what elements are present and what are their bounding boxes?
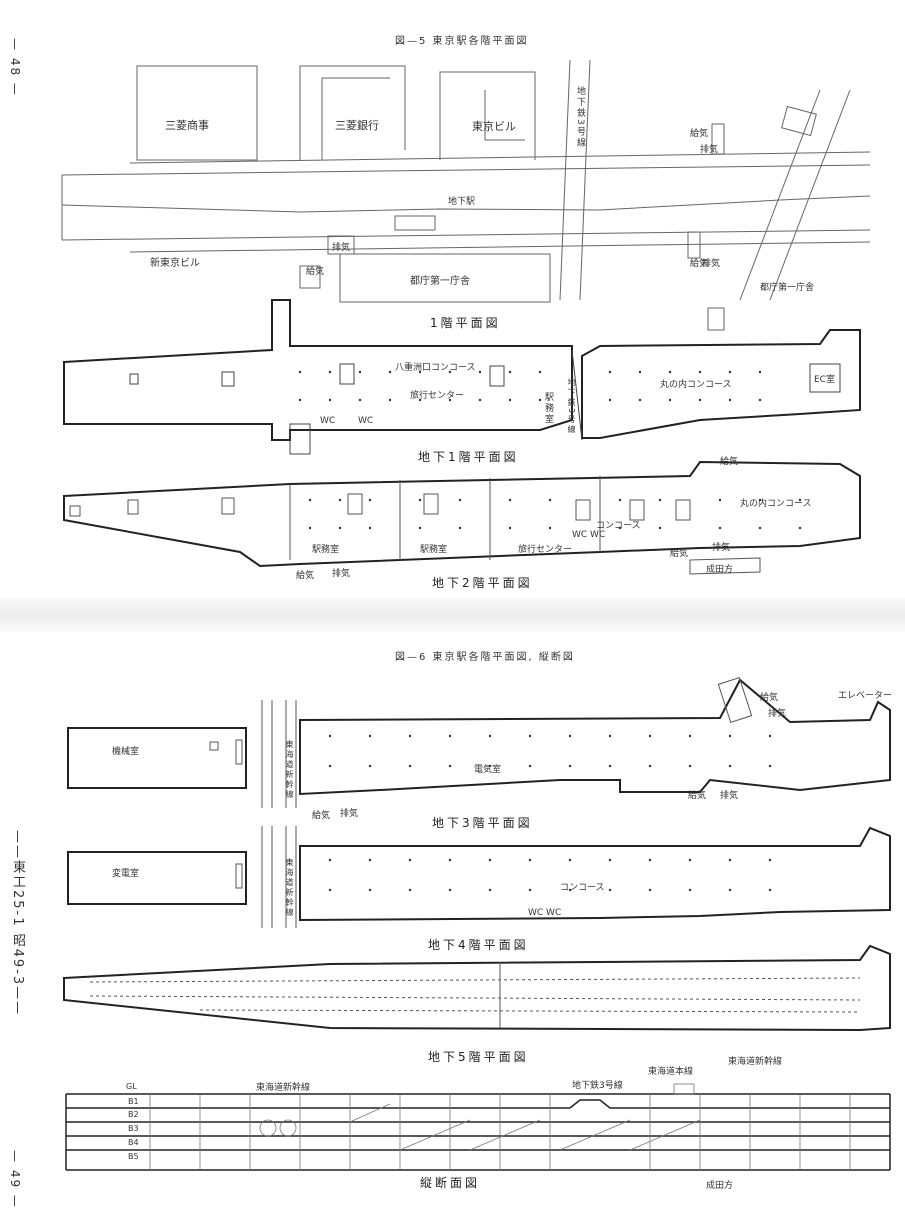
b1-wc-1: WC [320,416,336,426]
b1-travel-center: 旅行センター [410,391,465,401]
caption-section: 縦断面図 [420,1176,481,1190]
section-level-b5: B5 [128,1152,139,1161]
b4-wc: WC WC [528,908,562,918]
label-shin-tokyo-bldg: 新東京ビル [150,258,200,269]
b2-kyuki-3: 給気 [720,457,739,467]
section-level-b4: B4 [128,1138,139,1147]
section-direction: 成田方 [706,1181,734,1191]
label-haiki-3: 排気 [702,259,721,269]
label-tocho-2: 都庁第一庁舎 [760,283,815,293]
label-haiki-1: 排気 [700,145,719,155]
label-kyuki-3: 給気 [690,259,709,269]
b1-ekimu: 駅務室 [543,392,553,425]
b2-travel-center: 旅行センター [518,545,573,555]
b1-subway-line: 地下鉄3号線 [567,378,576,436]
section-outline [65,1093,891,1171]
b3-haiki-top: 排気 [768,709,787,719]
b4-outline [67,826,891,922]
b3-kikai: 機械室 [112,747,140,757]
b1-marunouchi-concourse: 丸の内コンコース [660,380,732,390]
b3-line: 東海道新幹線 [285,740,294,800]
section-level-b2: B2 [128,1110,139,1119]
label-kyuki-2: 給気 [306,267,325,277]
b2-columns [308,498,802,530]
b3-kyuki-top: 給気 [760,693,779,703]
b1-concourse-label: 八重洲口コンコース [395,363,476,373]
label-mitsubishi-bank: 三菱銀行 [335,119,379,132]
b5-outline [63,944,891,1032]
b3-outline [67,678,891,796]
b2-concourse: コンコース [596,521,641,531]
b3-kyuki-bottom: 給気 [688,791,707,801]
label-subway-line-3: 地下鉄3号線 [575,86,585,149]
b1-columns [298,370,762,402]
section-level-b3: B3 [128,1124,139,1133]
b2-ekimu-2: 駅務室 [420,545,448,555]
label-mitsubishi-shoji: 三菱商事 [165,119,209,132]
b4-hendenshitsu: 変電室 [112,869,140,879]
caption-b1: 地下1階平面図 [418,450,519,464]
label-haiki-2: 排気 [332,243,351,253]
b3-kyuki-left: 給気 [312,811,331,821]
plan-b2 [63,460,861,575]
b3-denki: 電気室 [474,765,502,775]
page-number-bottom: — 49 — [8,1150,22,1209]
label-elevator: エレベーター [838,691,893,701]
b2-ekimu-1: 駅務室 [312,545,340,555]
b4-line: 東海道新幹線 [285,858,294,918]
section-level-b1: B1 [128,1097,139,1106]
b2-wcwc: WC WC [572,530,606,540]
label-kyuki-1: 給気 [690,129,709,139]
section-line-right: 東海道新幹線 [728,1057,783,1067]
b2-direction: 成田方 [706,565,734,575]
caption-b4: 地下4階平面図 [428,938,529,952]
b3-haiki-bottom: 排気 [720,791,739,801]
b2-haiki: 排気 [332,569,351,579]
side-note: ——東工25-1 昭49-3—— [10,830,25,1017]
b4-columns [328,858,772,892]
b2-haiki-2: 排気 [712,543,731,553]
b1-ec-room: EC室 [814,375,835,385]
label-tokyo-bldg: 東京ビル [472,120,516,133]
section-line-mid: 地下鉄3号線 [572,1081,623,1091]
b3-columns [328,734,772,768]
b2-marunouchi: 丸の内コンコース [740,499,812,509]
caption-b2: 地下2階平面図 [432,576,533,590]
fig5-title: 図—5 東京駅各階平面図 [395,36,529,47]
b2-kyuki: 給気 [296,571,315,581]
label-chika-eki: 地下駅 [448,197,476,207]
plan-b1 [63,299,861,455]
b2-kyuki-2: 給気 [670,549,689,559]
caption-b5: 地下5階平面図 [428,1050,529,1064]
b4-concourse: コンコース [560,883,605,893]
caption-b3: 地下3階平面図 [432,816,533,830]
fig5-street-plan [61,59,871,331]
caption-floor-1: 1階平面図 [430,316,501,330]
b1-wc-2: WC [358,416,374,426]
page-number-top: — 48 — [8,38,22,97]
page-gap [0,598,905,632]
b3-haiki-left: 排気 [340,809,359,819]
fig6-title: 図—6 東京駅各階平面図, 縦断図 [395,652,575,663]
section-line-mid2: 東海道本線 [648,1067,694,1077]
section-line-left: 東海道新幹線 [256,1083,311,1093]
section-level-gl: GL [126,1082,137,1091]
label-tocho: 都庁第一庁舎 [410,276,470,287]
